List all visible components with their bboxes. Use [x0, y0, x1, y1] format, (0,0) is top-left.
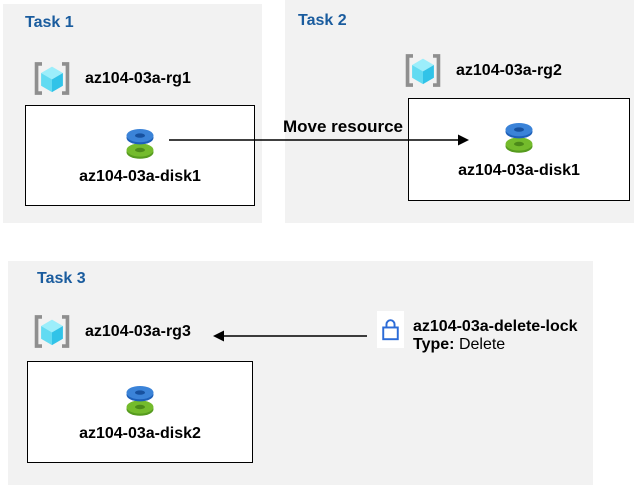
disk-icon — [120, 125, 160, 161]
task1-panel: Task 1 az104-03a-rg1 az104-03a-disk1 — [3, 4, 262, 223]
task1-disk-name: az104-03a-disk1 — [79, 168, 201, 185]
resource-group-icon — [32, 60, 72, 97]
task2-title: Task 2 — [298, 12, 347, 29]
move-resource-label: Move resource — [283, 117, 403, 136]
lock-icon — [377, 311, 404, 348]
task2-resource-group-name: az104-03a-rg2 — [456, 61, 562, 79]
task3-panel: Task 3 az104-03a-rg3 az104-03a-disk2 — [8, 261, 593, 485]
task3-resource-group-row: az104-03a-rg3 — [32, 313, 191, 350]
task2-disk-box: az104-03a-disk1 — [408, 98, 630, 201]
lock-type: Type: Delete — [413, 336, 578, 354]
task1-resource-group-name: az104-03a-rg1 — [85, 69, 191, 87]
task1-disk-box: az104-03a-disk1 — [25, 105, 255, 206]
task2-resource-group-row: az104-03a-rg2 — [403, 52, 562, 89]
task3-resource-group-name: az104-03a-rg3 — [85, 322, 191, 340]
delete-lock-badge: az104-03a-delete-lock Type: Delete — [377, 311, 578, 354]
disk-icon — [499, 119, 539, 155]
resource-group-icon — [32, 313, 72, 350]
task2-disk-name: az104-03a-disk1 — [458, 162, 580, 179]
task1-resource-group-row: az104-03a-rg1 — [32, 60, 191, 97]
disk-icon — [120, 382, 160, 418]
task1-title: Task 1 — [25, 14, 74, 31]
resource-group-icon — [403, 52, 443, 89]
task3-disk-name: az104-03a-disk2 — [79, 424, 201, 442]
task3-disk-box: az104-03a-disk2 — [27, 361, 253, 463]
lock-type-label: Type: — [413, 336, 455, 353]
task3-title: Task 3 — [37, 270, 86, 287]
lock-name: az104-03a-delete-lock — [413, 318, 578, 335]
task2-panel: Task 2 az104-03a-rg2 az104-03a-disk1 — [285, 0, 634, 223]
lock-type-value: Delete — [458, 336, 506, 353]
delete-lock-text: az104-03a-delete-lock Type: Delete — [413, 311, 578, 354]
